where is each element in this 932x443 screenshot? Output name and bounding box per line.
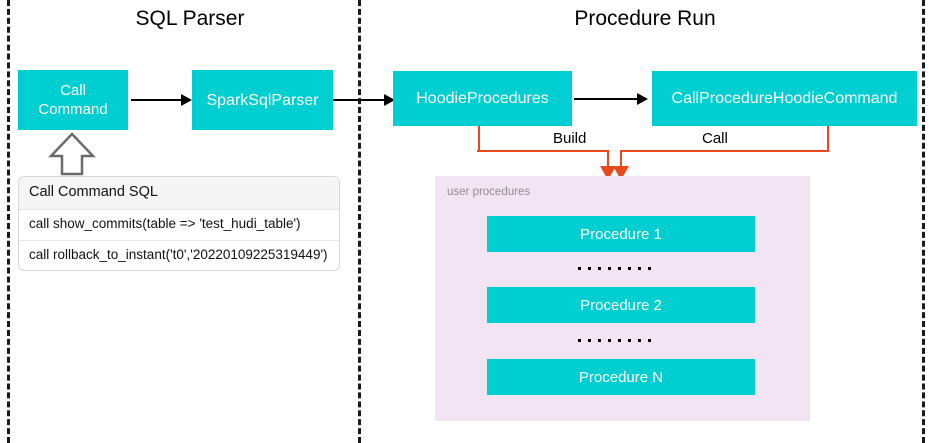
connector-label-call: Call	[697, 129, 733, 148]
sql-row-show-commits[interactable]: call show_commits(table => 'test_hudi_ta…	[19, 210, 339, 241]
procedure-box-n[interactable]: Procedure N	[487, 359, 755, 395]
procedure-box-1[interactable]: Procedure 1	[487, 216, 755, 252]
procedure-box-2[interactable]: Procedure 2	[487, 287, 755, 323]
divider-middle	[358, 0, 361, 443]
node-call-command[interactable]: Call Command	[18, 70, 128, 130]
arrow-parser-to-hoodie-procedures	[333, 99, 388, 101]
arrow-head-parser-to-hoodie-procedures	[384, 94, 395, 106]
connector-call-stem	[827, 126, 829, 151]
node-call-procedure-hoodie-command[interactable]: CallProcedureHoodieCommand	[652, 71, 917, 126]
block-up-arrow-icon	[48, 132, 96, 181]
connector-call-drop	[620, 150, 622, 168]
call-command-sql-card: Call Command SQL call show_commits(table…	[18, 176, 340, 271]
connector-label-build: Build	[548, 129, 592, 148]
ellipsis-separator-2	[578, 339, 651, 342]
arrow-call-command-to-parser	[131, 99, 183, 101]
sql-card-header: Call Command SQL	[19, 177, 339, 210]
arrow-head-hoodie-procedures-to-command	[637, 93, 648, 105]
arrow-hoodie-procedures-to-command	[574, 98, 640, 100]
ellipsis-separator-1	[578, 267, 651, 270]
section-title-procedure-run: Procedure Run	[574, 7, 716, 30]
node-spark-sql-parser[interactable]: SparkSqlParser	[192, 70, 333, 130]
connector-build-stem	[478, 126, 480, 151]
section-title-sql-parser: SQL Parser	[135, 7, 245, 30]
divider-right	[922, 0, 925, 443]
connector-call-rail	[620, 150, 829, 152]
arrow-head-call-command-to-parser	[181, 94, 192, 106]
connector-build-rail	[477, 150, 609, 152]
user-procedures-label: user procedures	[447, 186, 531, 198]
divider-left	[7, 0, 10, 443]
connector-build-drop	[607, 150, 609, 168]
sql-row-rollback-to-instant[interactable]: call rollback_to_instant('t0','202201092…	[29, 247, 328, 262]
node-hoodie-procedures[interactable]: HoodieProcedures	[393, 71, 572, 126]
